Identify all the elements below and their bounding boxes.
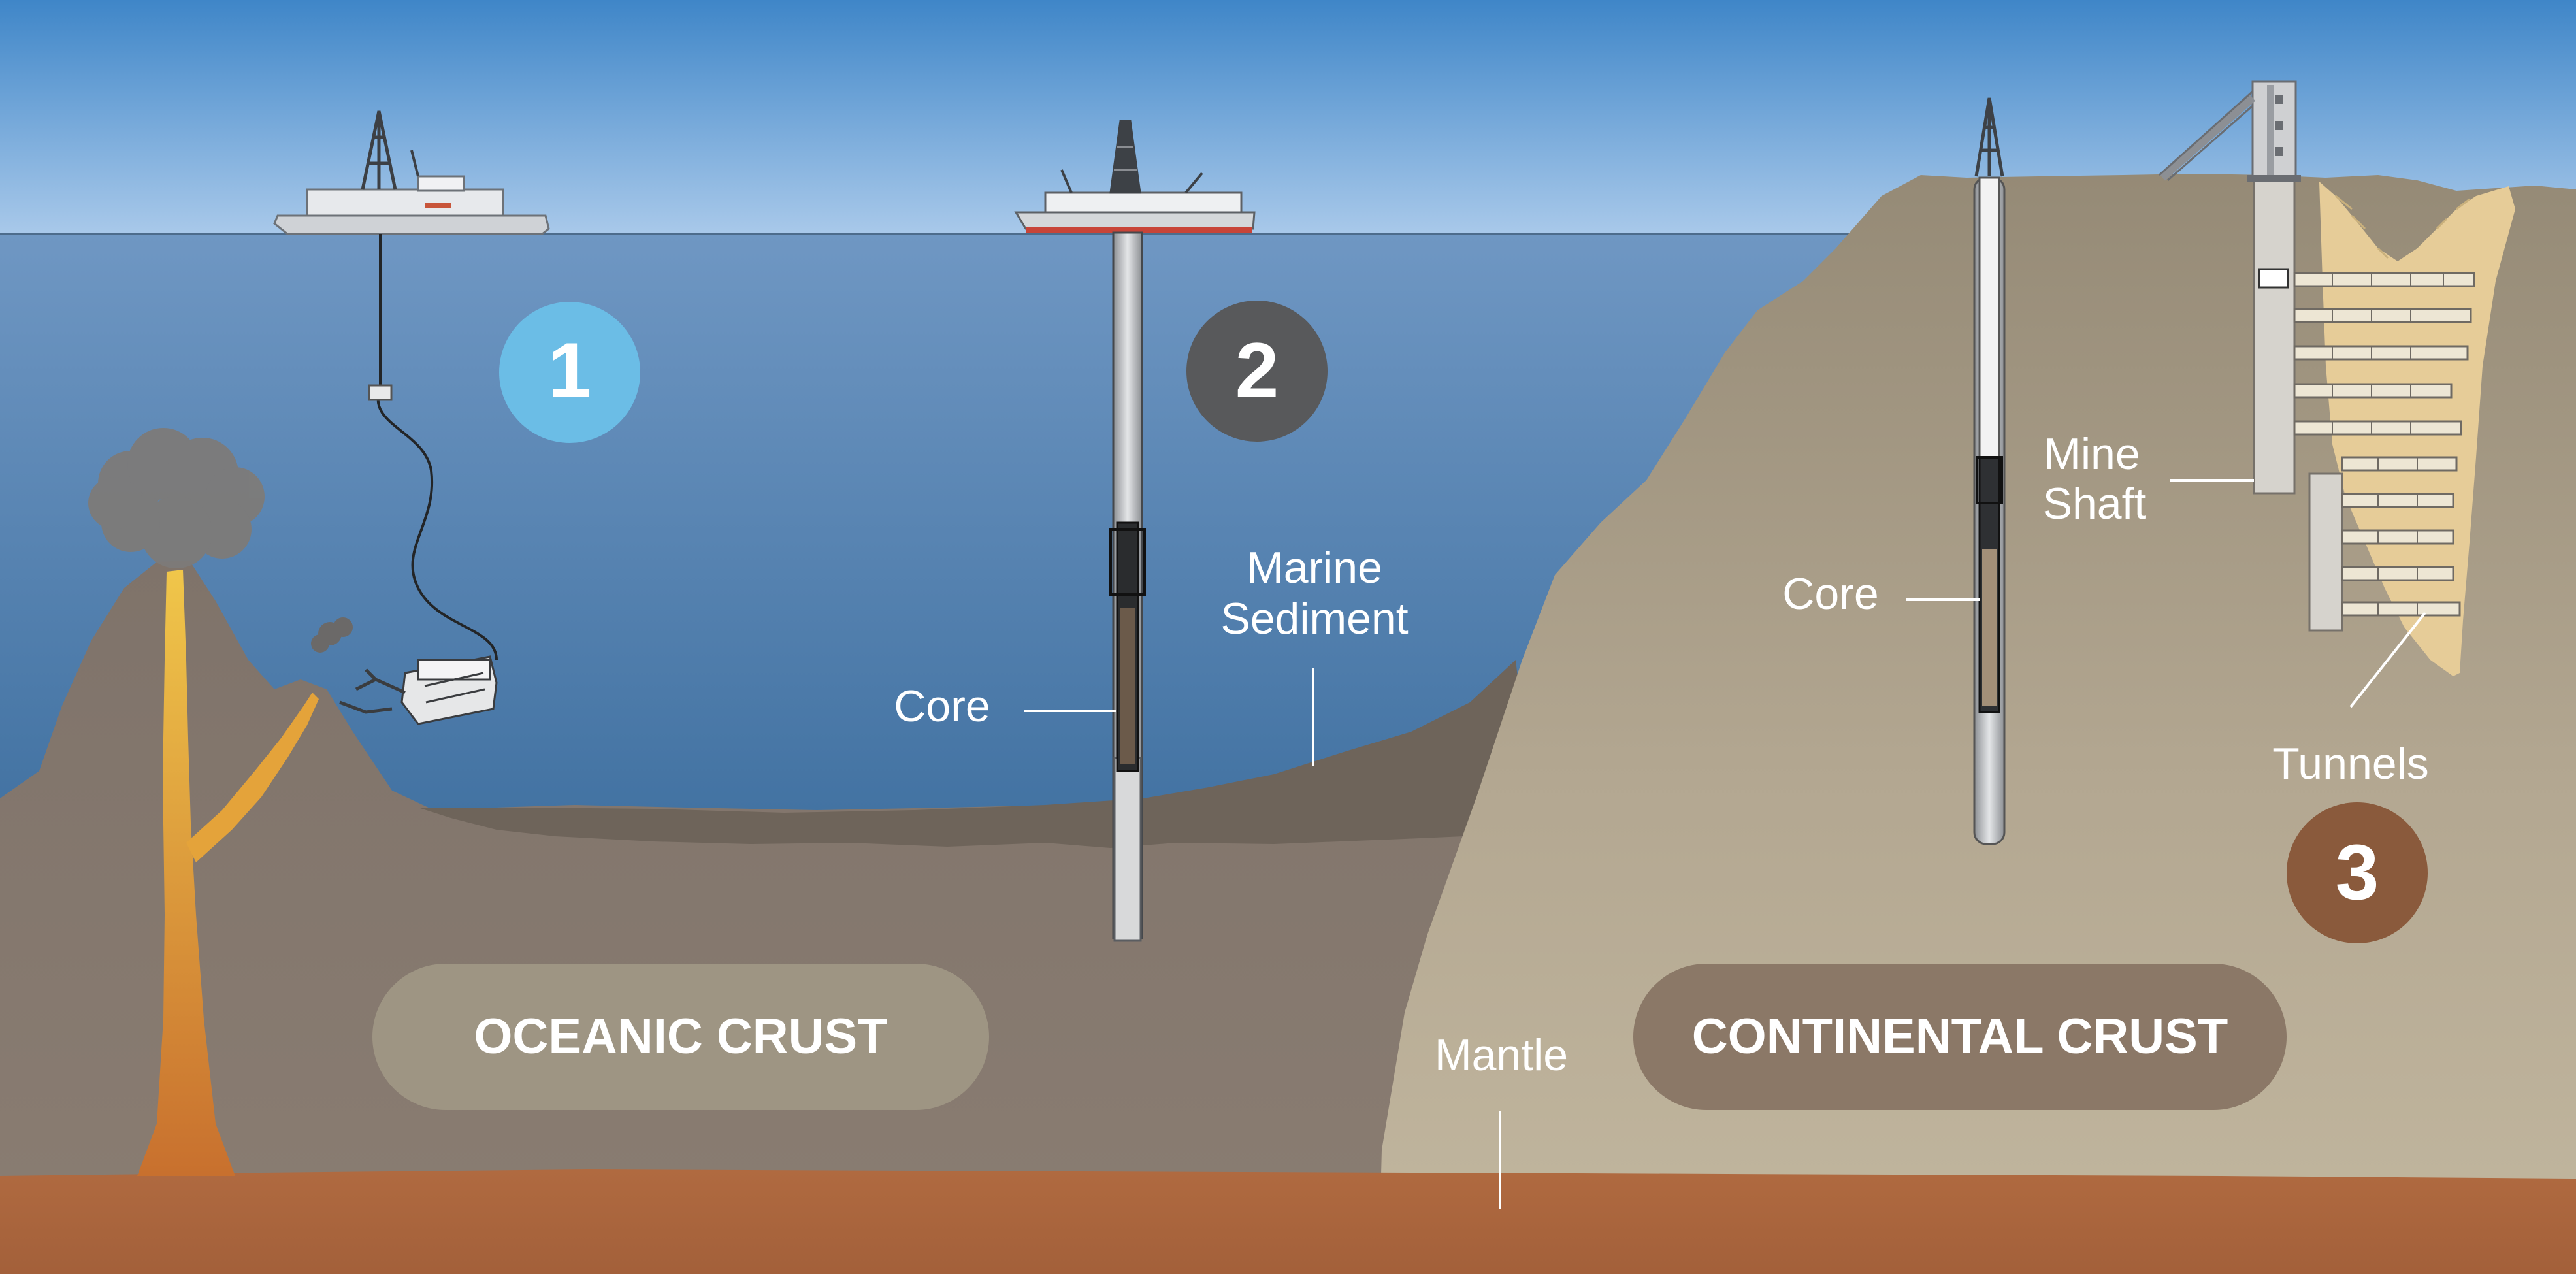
marker-1: 1: [499, 302, 640, 443]
tunnel-dividers: [2332, 273, 2444, 615]
rov: [339, 655, 498, 725]
callout-labels: Marine Sediment Core Core Mine Shaft Tun…: [894, 429, 2428, 1080]
tunnels-leader: [2349, 612, 2426, 708]
continental-crust-label: CONTINENTAL CRUST: [1633, 964, 2287, 1110]
marker-2-circle: [1186, 301, 1328, 442]
ship-2-derrick: [1109, 120, 1141, 194]
mine-headframe: [2158, 80, 2301, 182]
ocean-core-sample: [1120, 608, 1135, 764]
mantle-label: Mantle: [1435, 1030, 1568, 1080]
research-vessel-1: [273, 110, 550, 661]
mine-shaft-lower: [2308, 472, 2343, 632]
ship-2-hull: [1014, 211, 1256, 230]
volcano: [88, 428, 353, 1176]
mine-shaft-label-line2: Shaft: [2043, 479, 2147, 529]
marker-1-number: 1: [548, 327, 592, 414]
land-derrick: [1974, 97, 2004, 177]
core-land-label: Core: [1782, 569, 1878, 619]
rov-tether: [376, 234, 498, 661]
core-ocean-label: Core: [894, 681, 990, 731]
lava-branch: [186, 693, 319, 862]
drillship-2: [1014, 120, 1256, 233]
continental-crust-pill: [1633, 964, 2287, 1110]
tunnels: [2293, 272, 2475, 617]
marker-3-number: 3: [2336, 828, 2379, 916]
oceanic-crust-text: OCEANIC CRUST: [474, 1009, 887, 1064]
ocean-drill-string: [1109, 231, 1146, 942]
smoke-plume: [88, 428, 265, 568]
oceanic-crust-pill: [372, 964, 989, 1110]
land-core-sample: [1982, 549, 1997, 706]
lava-conduit: [137, 570, 235, 1176]
vent-smoke: [311, 617, 353, 653]
ship-1-derrick: [361, 110, 397, 190]
marker-1-circle: [499, 302, 640, 443]
marine-sediment-label-line2: Sediment: [1220, 594, 1408, 644]
marine-sediment-label-line1: Marine: [1247, 543, 1382, 593]
marker-3: 3: [2287, 802, 2428, 943]
ship-1-deckhouse: [306, 188, 504, 217]
mine-shaft-upper: [2253, 178, 2296, 495]
marine-sediment-layer: [418, 660, 1522, 848]
tunnels-label: Tunnels: [2272, 739, 2428, 789]
marker-3-circle: [2287, 802, 2428, 943]
oceanic-crust: [0, 561, 1503, 1274]
marker-2-number: 2: [1235, 327, 1279, 414]
marker-2: 2: [1186, 301, 1328, 442]
continental-crust-text: CONTINENTAL CRUST: [1692, 1009, 2228, 1064]
land-drill-rig: [1973, 97, 2006, 845]
mine: [2158, 80, 2515, 676]
ship-1-hull: [273, 214, 550, 235]
mantle: [0, 1169, 2576, 1274]
oceanic-crust-label: OCEANIC CRUST: [372, 964, 989, 1110]
leader-lines: [1024, 479, 2426, 1209]
mine-shaft-label-line1: Mine: [2044, 429, 2140, 479]
